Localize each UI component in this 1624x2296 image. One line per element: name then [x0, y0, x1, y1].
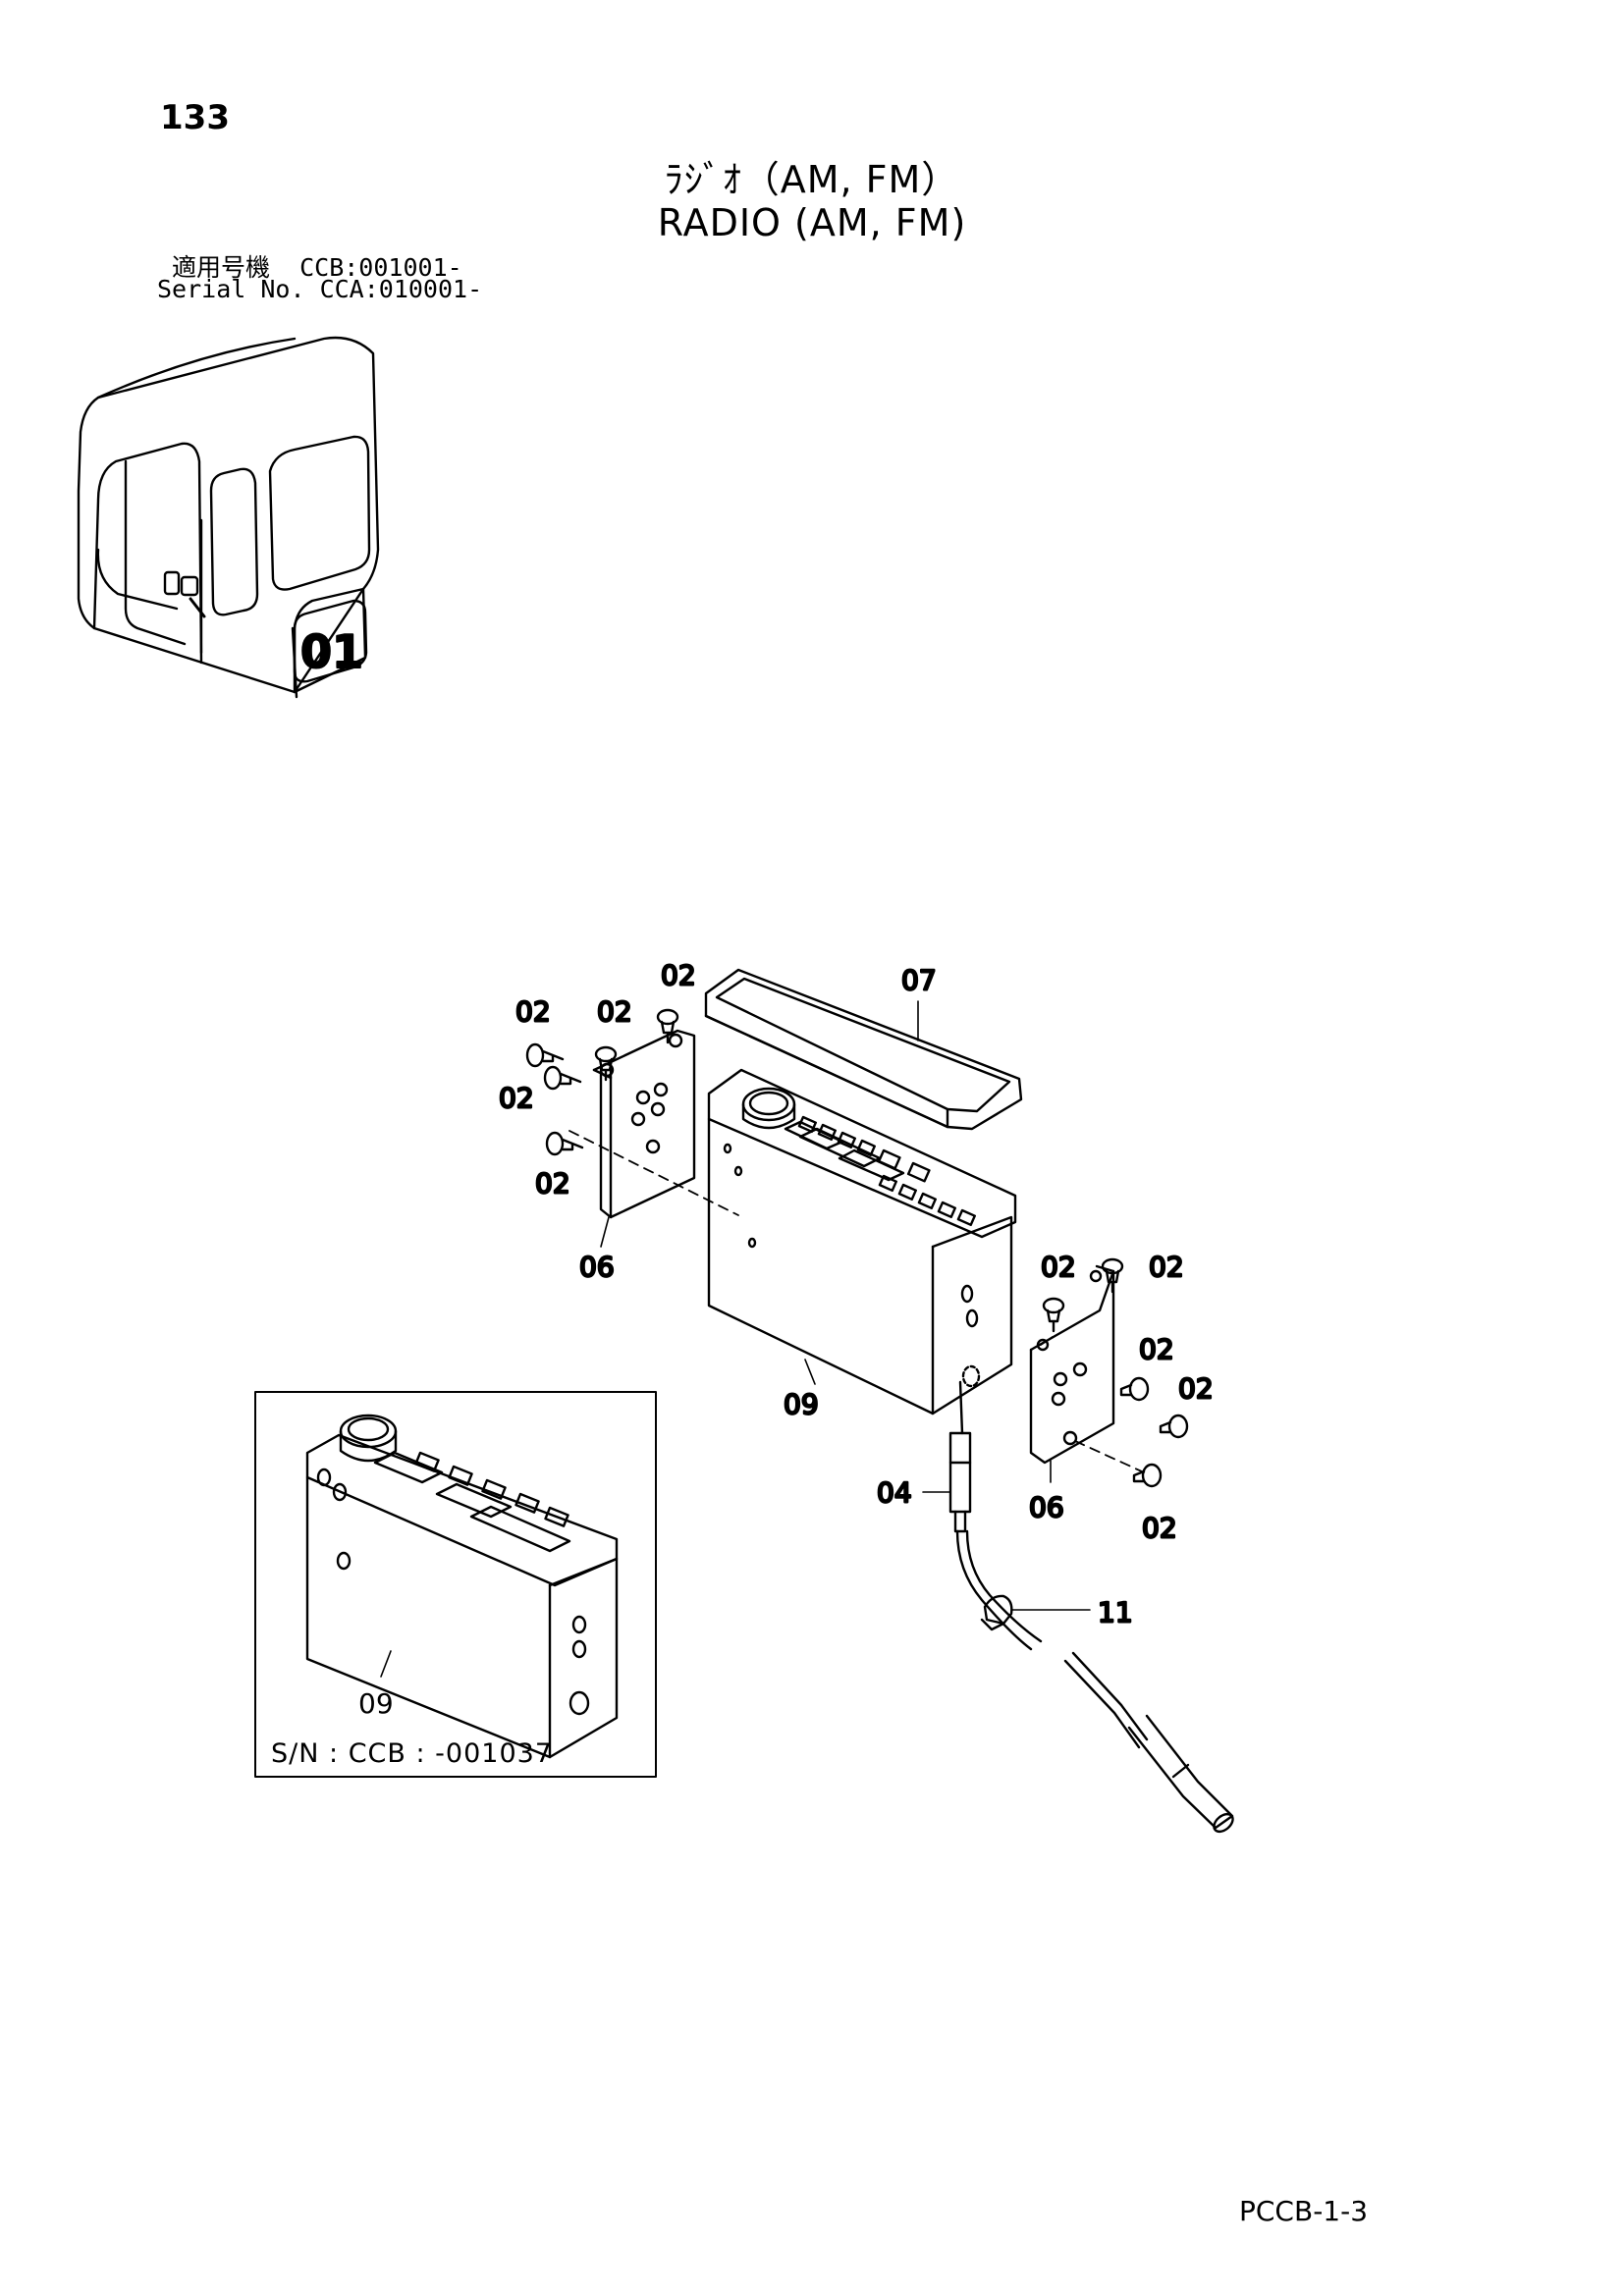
tray-part-07: [704, 968, 1023, 1131]
page-title-japanese: ﾗｼﾞｵ（AM, FM）: [664, 158, 960, 201]
callout-09: 09: [784, 1388, 819, 1420]
page-title-english: RADIO (AM, FM): [657, 201, 967, 244]
callout-06: 06: [579, 1251, 615, 1283]
callout-02: 02: [1149, 1251, 1184, 1283]
callout-04: 04: [877, 1476, 912, 1509]
callout-02: 02: [499, 1082, 534, 1114]
callout-02: 02: [1178, 1372, 1214, 1405]
callout-02: 02: [661, 959, 696, 991]
inset-earlier-model-box: 09 S/N : CCB : -001037: [254, 1391, 657, 1778]
footer-page-code: PCCB-1-3: [1239, 2195, 1369, 2227]
cable-clamp-part-11: [980, 1594, 1013, 1631]
callout-02: 02: [535, 1167, 570, 1200]
callout-02: 02: [1041, 1251, 1076, 1283]
callout-02: 02: [515, 995, 551, 1028]
page-number: 133: [160, 98, 230, 137]
callout-06: 06: [1029, 1491, 1064, 1523]
left-bracket-part-06: [568, 1029, 739, 1219]
antenna-cable-part-04: [948, 1380, 1234, 1834]
cab-overview-illustration: 01: [77, 336, 380, 699]
screw-fasteners-part-02: [525, 1008, 1189, 1488]
applicable-serial-jp: 適用号機 CCB:001001-: [172, 253, 462, 282]
callout-02: 02: [1142, 1512, 1177, 1544]
callout-02: 02: [597, 995, 632, 1028]
inset-callout-09: 09: [358, 1687, 394, 1720]
svg-text:01: 01: [300, 625, 363, 678]
callout-02: 02: [1139, 1333, 1174, 1365]
right-bracket-part-06: [1029, 1264, 1145, 1473]
callout-leader-lines: [600, 1000, 1091, 1611]
callout-07: 07: [901, 964, 937, 996]
applicable-serial-en: Serial No. CCA:010001-: [157, 275, 483, 303]
inset-serial-note: S/N : CCB : -001037: [271, 1738, 553, 1769]
radio-unit-part-09: [707, 1068, 1017, 1415]
callout-11: 11: [1098, 1596, 1133, 1629]
